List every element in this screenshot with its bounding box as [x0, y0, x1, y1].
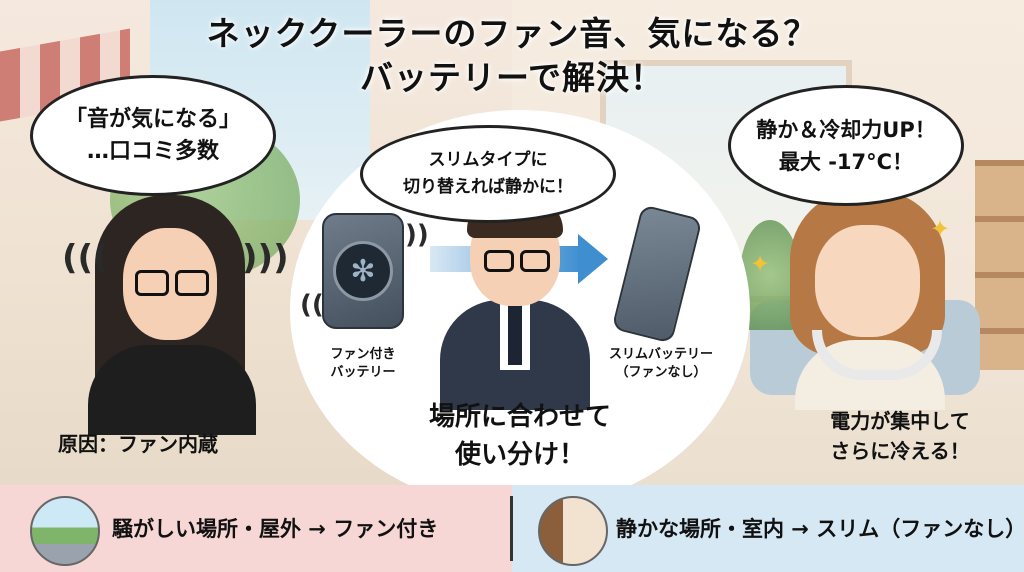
outdoor-recommendation: 騒がしい場所・屋外 → ファン付き: [112, 517, 439, 541]
headline-line2: バッテリーで解決！: [359, 58, 665, 97]
glasses-icon: [135, 270, 169, 296]
advice-bubble: スリムタイプに 切り替えれば静かに！: [360, 125, 616, 223]
right-caption-line2: さらに冷える！: [830, 439, 970, 463]
indoor-recommendation: 静かな場所・室内 → スリム（ファンなし）: [616, 517, 1024, 541]
result-line1: 静か＆冷却力UP！: [756, 117, 936, 142]
fan-icon: ✻: [333, 241, 393, 301]
headline: ネッククーラーのファン音、気になる？ バッテリーで解決！: [0, 12, 1024, 100]
fan-battery-device: ✻: [322, 213, 404, 329]
sound-wave-icon: (((: [62, 238, 109, 278]
complaint-line1: 「音が気になる」: [64, 106, 241, 132]
glasses-icon: [175, 270, 209, 296]
sparkle-icon: ✦: [750, 250, 771, 278]
bookshelf: [975, 160, 1024, 370]
result-bubble: 静か＆冷却力UP！ 最大 -17°C！: [728, 85, 964, 206]
center-caption-line2: 使い分け！: [454, 440, 585, 470]
sound-wave-icon: )): [405, 220, 429, 250]
result-line2: 最大 -17°C！: [778, 149, 914, 174]
advice-line2: 切り替えれば静かに！: [403, 177, 573, 197]
cause-label: 原因：ファン内蔵: [58, 432, 218, 456]
worried-woman-face: [123, 228, 217, 340]
happy-woman-face: [815, 225, 920, 337]
complaint-line2: …口コミ多数: [86, 138, 219, 164]
arrow-head: [578, 234, 608, 284]
right-caption: 電力が集中して さらに冷える！: [790, 406, 1010, 466]
businessman-tie: [508, 305, 522, 365]
advice-line1: スリムタイプに: [428, 150, 548, 170]
sound-wave-icon: ))): [242, 238, 289, 278]
center-caption-line1: 場所に合わせて: [428, 402, 611, 432]
headline-line1: ネッククーラーのファン音、気になる？: [206, 14, 818, 53]
slim-battery-label-line2: （ファンなし）: [615, 365, 707, 380]
slim-battery-label: スリムバッテリー （ファンなし）: [596, 346, 726, 382]
glasses-icon: [520, 250, 550, 272]
fan-battery-label: ファン付き バッテリー: [318, 346, 408, 382]
slim-battery-label-line1: スリムバッテリー: [608, 347, 713, 362]
worried-woman-body: [88, 345, 256, 435]
right-caption-line1: 電力が集中して: [830, 409, 970, 433]
city-park-icon: [30, 496, 100, 566]
center-caption: 場所に合わせて 使い分け！: [385, 398, 655, 474]
sound-wave-icon: ((: [300, 290, 324, 320]
fan-battery-label-line1: ファン付き: [330, 347, 396, 362]
glasses-icon: [484, 250, 514, 272]
divider: [510, 496, 513, 561]
fan-battery-label-line2: バッテリー: [330, 365, 396, 380]
sparkle-icon: ✦: [930, 215, 951, 243]
complaint-bubble: 「音が気になる」 …口コミ多数: [30, 75, 276, 196]
living-room-icon: [538, 496, 608, 566]
